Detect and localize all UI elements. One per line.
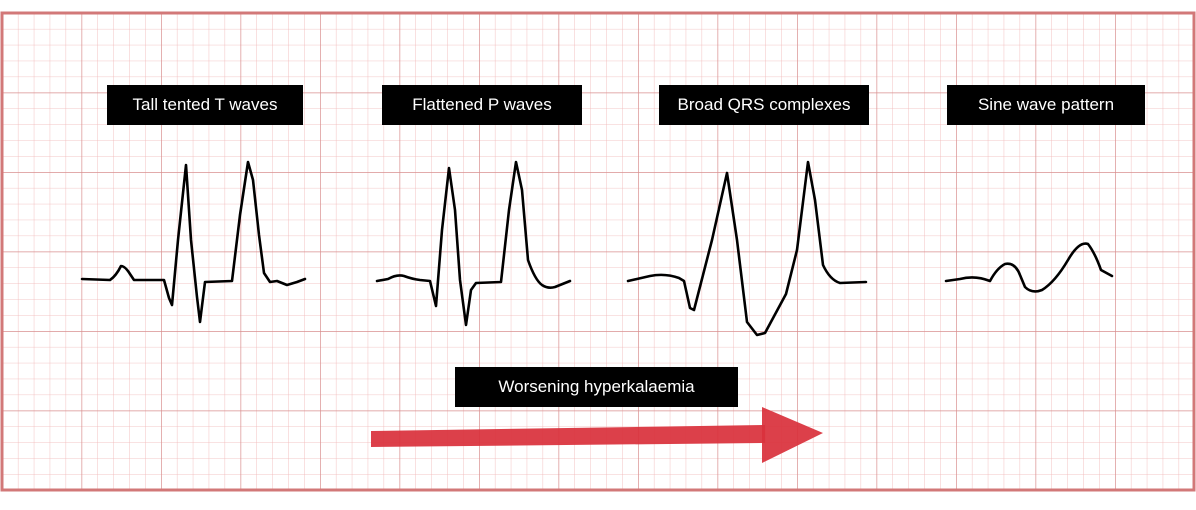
stage-label-flattened-p-waves: Flattened P waves [382,85,582,125]
trace-tall-tented-t-waves [80,160,307,324]
progression-arrow [371,407,823,463]
trace-sine-wave-pattern [944,242,1114,293]
stage-label-broad-qrs-complexes: Broad QRS complexes [659,85,869,125]
paper-border [0,11,1196,492]
stage-label-tall-tented-t-waves: Tall tented T waves [107,85,303,125]
trace-broad-qrs-complexes [626,160,868,337]
stage-label-sine-wave-pattern: Sine wave pattern [947,85,1145,125]
progression-arrow-head [762,407,823,463]
progression-arrow-shaft [371,425,765,447]
trace-flattened-p-waves [375,160,572,327]
progression-label: Worsening hyperkalaemia [455,367,738,407]
